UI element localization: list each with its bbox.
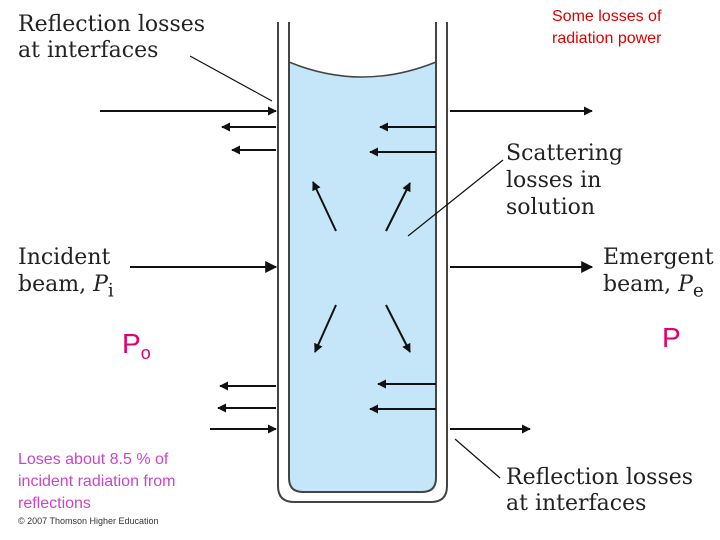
emergent-symbol: P xyxy=(678,272,693,297)
incident-symbol: P xyxy=(93,272,108,297)
cuvette-outer-wall xyxy=(277,22,448,503)
leader-line-reflection-bottom xyxy=(454,438,501,479)
reflection-losses-top-label: Reflection losses at interfaces xyxy=(18,12,206,63)
reflection-losses-bottom-label: Reflection losses at interfaces xyxy=(506,465,694,516)
leader-line-scattering xyxy=(407,159,504,237)
cuvette-inner-wall xyxy=(288,22,437,493)
scatter-arrow-up-right xyxy=(385,182,411,232)
emergent-subscript: e xyxy=(692,280,704,302)
scatter-arrow-down-right xyxy=(385,304,411,353)
copyright-text: © 2007 Thomson Higher Education xyxy=(18,516,159,526)
incident-beam-text: Incident beam, xyxy=(18,245,111,297)
some-losses-note: Some losses of radiation power xyxy=(552,8,662,47)
reflection-loss-note: Loses about 8.5 % of incident radiation … xyxy=(18,451,176,512)
incident-subscript: i xyxy=(107,280,114,302)
scatter-arrow-up-left xyxy=(312,181,337,232)
scattering-losses-label: Scattering losses in solution xyxy=(506,141,624,220)
p-zero-subscript: o xyxy=(140,343,151,363)
scatter-arrow-down-left xyxy=(314,304,337,353)
leader-line-reflection-top xyxy=(189,55,273,102)
p-zero-symbol: P xyxy=(122,328,141,359)
emergent-beam-label: Emergent beam, Pe xyxy=(603,244,714,304)
p-label: P xyxy=(662,322,681,353)
meniscus xyxy=(288,61,437,78)
p-zero-label: Po xyxy=(122,328,151,364)
incident-beam-label: Incident beam, Pi xyxy=(18,244,114,304)
emergent-beam-text: Emergent beam, xyxy=(603,245,714,297)
